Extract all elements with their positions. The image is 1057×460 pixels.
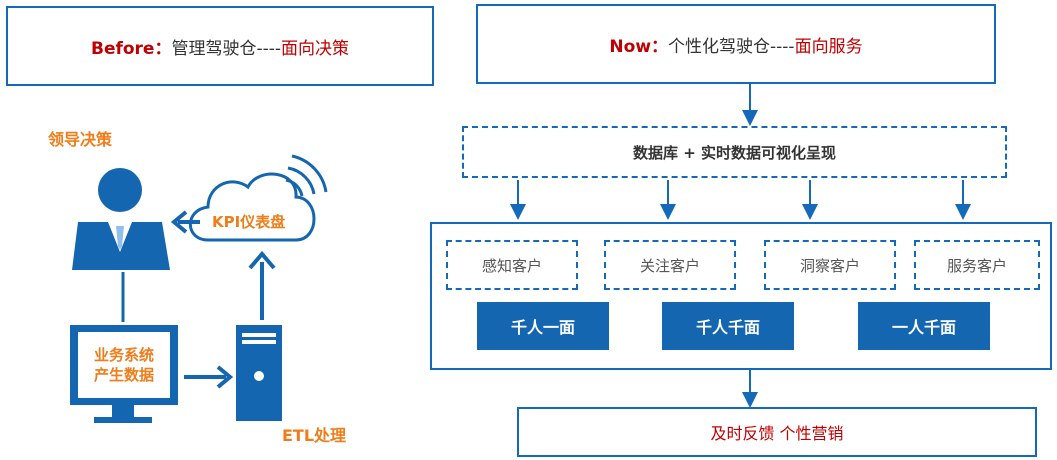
result-box: 及时反馈 个性营销 — [517, 407, 1037, 457]
customer-label-1: 感知客户 — [481, 256, 542, 275]
result-label: 及时反馈 个性营销 — [710, 424, 844, 443]
server-icon — [236, 325, 282, 421]
stage-box-2: 千人千面 — [662, 302, 794, 350]
customer-box-1: 感知客户 — [446, 240, 578, 290]
customer-box-2: 关注客户 — [604, 240, 736, 290]
system-label: 业务系统 产生数据 — [78, 336, 170, 394]
customer-label-3: 洞察客户 — [799, 256, 860, 275]
db-label: 数据库 + 实时数据可视化呈现 — [632, 143, 836, 162]
stage-box-3: 一人千面 — [858, 302, 990, 350]
cloud-icon — [189, 172, 316, 242]
customer-label-2: 关注客户 — [639, 256, 700, 275]
before-highlight: 面向决策 — [281, 38, 350, 59]
person-icon — [72, 168, 170, 270]
stage-box-1: 千人一面 — [477, 302, 609, 350]
system-label-line2: 产生数据 — [93, 366, 154, 384]
stage-label-3: 一人千面 — [891, 318, 956, 337]
monitor-icon — [70, 325, 178, 423]
now-text: 个性化驾驶仓---- — [668, 36, 795, 57]
before-box: Before： 管理驾驶仓---- 面向决策 — [6, 6, 434, 86]
kpi-label: KPI仪表盘 — [212, 213, 286, 231]
signal-icon — [285, 154, 328, 197]
arrow-head-person — [170, 210, 188, 234]
before-text: 管理驾驶仓---- — [171, 38, 282, 59]
etl-label: ETL处理 — [282, 426, 347, 445]
customer-box-4: 服务客户 — [914, 240, 1040, 290]
leader-label: 领导决策 — [48, 130, 113, 149]
arrow-up-head — [248, 250, 276, 270]
stage-label-1: 千人一面 — [510, 318, 575, 337]
system-label-line1: 业务系统 — [93, 346, 154, 364]
customer-label-4: 服务客户 — [946, 256, 1007, 275]
stage-label-2: 千人千面 — [695, 318, 760, 337]
before-prefix: Before： — [90, 38, 172, 59]
now-box: Now： 个性化驾驶仓---- 面向服务 — [476, 4, 996, 84]
arrow-head-server — [216, 365, 234, 389]
customer-box-3: 洞察客户 — [764, 240, 896, 290]
now-highlight: 面向服务 — [794, 36, 863, 57]
db-box: 数据库 + 实时数据可视化呈现 — [462, 126, 1007, 178]
now-prefix: Now： — [609, 36, 669, 57]
